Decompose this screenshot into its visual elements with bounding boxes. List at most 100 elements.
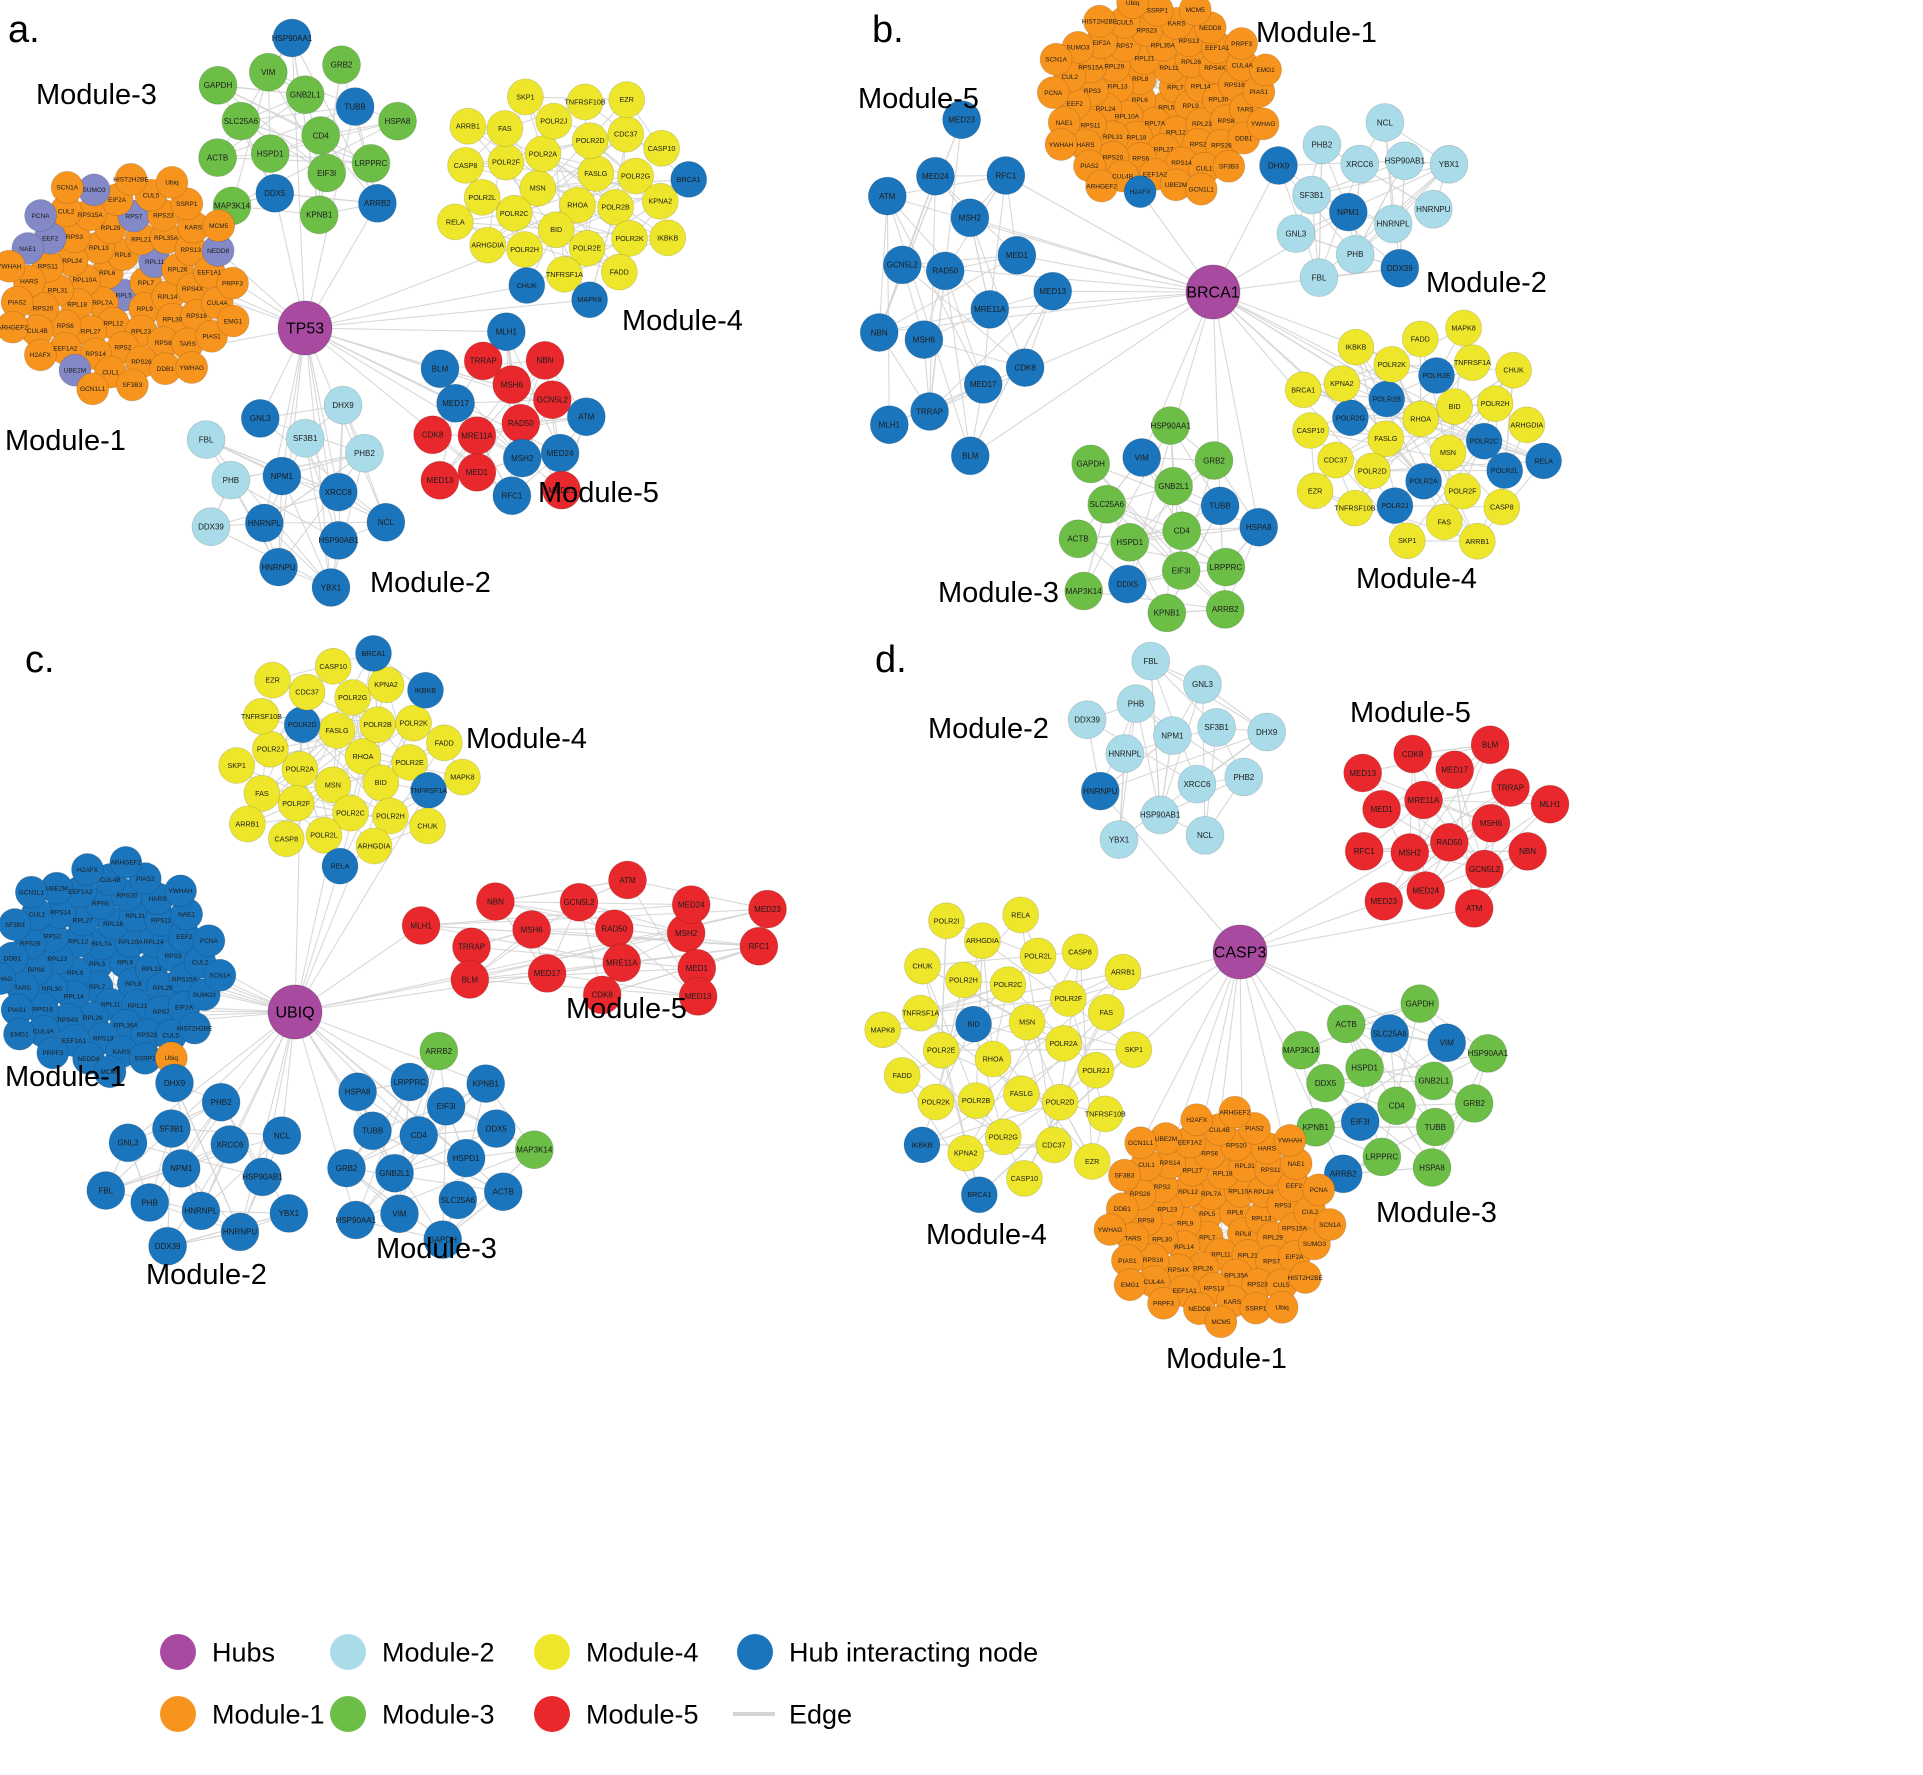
node-MAP3K14 [1281,1030,1321,1070]
node-label: TRRAP [470,357,497,366]
node-label: EEF1A1 [62,1038,87,1045]
node-label: MAPK8 [1451,324,1475,333]
node-label: H2AFX [1130,189,1152,196]
node-GCN1L1 [76,372,110,406]
node-label: RPL23 [1157,1206,1177,1213]
node-SKP1 [1388,522,1426,560]
node-label: TUBB [1425,1123,1446,1132]
node-label: HSP90AB1 [242,1173,283,1182]
node-label: UBE2M [45,885,67,892]
edge [267,71,328,174]
node-label: HNRNPL [184,1207,217,1216]
node-CDK8 [1005,348,1045,388]
node-POLR2A [1405,462,1442,500]
edge [278,452,365,568]
node-PHB2 [1302,125,1342,165]
node-label: RAD50 [508,419,534,428]
node-label: ARRB2 [1330,1170,1357,1179]
node-label: SF3B3 [1219,164,1239,171]
legend-label: Module-3 [382,1699,495,1729]
edge [1321,144,1434,210]
node-label: RPS26 [1130,1191,1151,1198]
node-HSPD1 [250,134,290,174]
node-label: VIM [392,1210,407,1219]
node-label: HNRNPL [248,519,281,528]
node-MSH2 [502,438,542,478]
node-label: FBL [98,1186,113,1195]
node-MED1 [1362,789,1401,829]
node-GRB2 [327,1148,366,1188]
node-BRCA1 [355,635,392,672]
node-label: HSP90AA1 [272,34,313,43]
node-label: DHX9 [1268,161,1290,170]
edge [1311,163,1450,196]
node-label: RPS20 [1226,1142,1247,1149]
node-label: RPS23 [137,1032,158,1039]
node-YBX1 [1429,144,1469,184]
edge [537,178,689,189]
node-label: RPL7 [89,984,106,991]
node-label: NCL [378,518,395,527]
node-label: FBL [199,435,214,444]
node-SF3B3 [1108,1158,1141,1192]
node-CASP8 [1483,488,1521,526]
node-label: CHUK [912,962,933,971]
edge [173,1082,241,1233]
node-label: BLM [1482,741,1499,750]
node-ARRB2 [1323,1154,1363,1194]
edge [299,653,374,770]
node-label: RPL7A [92,300,113,307]
edge [505,161,565,275]
edge [929,176,936,412]
node-label: ARRB2 [364,199,391,208]
module-label: Module-1 [5,1061,126,1093]
module-label: Module-1 [5,425,126,457]
node-label: FADD [893,1071,912,1080]
node-BRCA1 [960,1176,998,1214]
node-MAP3K14 [514,1130,554,1170]
node-POLR2C [495,194,533,232]
node-label: IKBKB [415,686,436,695]
node-HSP90AB1 [1385,141,1425,181]
node-POLR2F [277,784,315,822]
node-label: CUL5 [162,1033,179,1040]
node-PCNA [192,924,226,958]
node-HNRNPL [1105,734,1145,773]
node-POLR2D [571,122,609,160]
node-label: KPNB1 [1154,609,1181,618]
edge [920,997,1069,1014]
node-label: SSRP1 [1245,1305,1267,1312]
node-CASP8 [447,146,485,184]
node-label: EMG1 [1121,1282,1140,1289]
node-label: CDK8 [1014,363,1036,372]
node-label: HNRNPL [1108,749,1141,758]
node-label: RPS23 [1247,1282,1268,1289]
node-BID [362,764,400,802]
node-label: MED24 [547,449,574,458]
node-DDX39 [148,1226,188,1266]
node-label: SLC25A6 [1373,1029,1408,1038]
node-label: CASP10 [1297,426,1325,435]
node-label: SLC25A6 [224,117,259,126]
node-label: IKBKB [911,1140,932,1149]
node-label: POLR2B [363,720,392,729]
node-FAS [243,774,281,812]
edge [921,965,977,1101]
node-label: MAP3K14 [1066,587,1103,596]
node-CASP8 [1061,933,1099,971]
node-label: YBX1 [1439,160,1460,169]
node-POLR2F [1444,472,1481,510]
node-label: EIF3I [317,169,336,178]
node-SKP1 [507,78,544,116]
node-ATM [1454,889,1494,928]
edge [886,195,984,385]
node-label: SUMO3 [1303,1241,1327,1248]
node-label: RPL12 [1166,129,1186,136]
node-label: HSP90AB1 [1384,157,1425,166]
node-MSN [1429,434,1467,472]
node-label: MED17 [442,399,469,408]
node-HIST2H2BE [1288,1261,1322,1294]
hub-edge [1212,291,1485,442]
node-NPM1 [262,456,302,496]
node-label: RPL13 [1251,1216,1271,1223]
